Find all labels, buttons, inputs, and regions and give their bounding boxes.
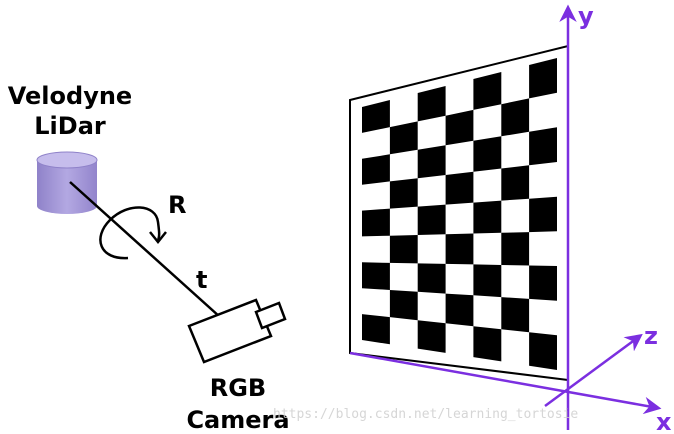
coordinate-axes bbox=[349, 4, 662, 430]
checker-square bbox=[529, 196, 557, 233]
checker-square bbox=[501, 98, 530, 137]
checker-square bbox=[362, 262, 390, 290]
checker-square bbox=[473, 264, 502, 298]
checker-square bbox=[501, 297, 530, 333]
camera-device bbox=[187, 298, 287, 364]
lidar-label-line1: Velodyne bbox=[8, 82, 132, 110]
checker-square bbox=[389, 235, 418, 264]
rotation-label: R bbox=[168, 191, 186, 219]
rotation-arrowhead bbox=[149, 231, 167, 245]
checker-square bbox=[501, 165, 530, 201]
checker-square bbox=[362, 314, 390, 345]
watermark: https://blog.csdn.net/learning_tortosie bbox=[273, 407, 578, 422]
checker-square bbox=[389, 290, 418, 321]
checker-square bbox=[417, 263, 446, 294]
checker-square bbox=[362, 100, 390, 133]
checker-square bbox=[529, 58, 557, 99]
checker-square bbox=[529, 265, 557, 301]
checker-square bbox=[529, 127, 557, 166]
checker-square bbox=[473, 136, 502, 172]
z-axis bbox=[544, 333, 643, 408]
x-axis-label: x bbox=[656, 408, 672, 434]
checker-square bbox=[473, 200, 502, 234]
translation-label: t bbox=[196, 266, 207, 294]
checker-square bbox=[417, 320, 446, 353]
checker-square bbox=[389, 121, 418, 155]
checker-square bbox=[445, 233, 474, 265]
checker-square bbox=[473, 72, 502, 110]
lidar-label-line2: LiDar bbox=[34, 112, 106, 140]
checker-square bbox=[389, 178, 418, 209]
checker-square bbox=[417, 204, 446, 235]
checker-square bbox=[445, 109, 474, 146]
checker-square bbox=[362, 208, 390, 237]
translation-vector bbox=[69, 181, 233, 329]
checker-square bbox=[417, 145, 446, 179]
checker-square bbox=[473, 326, 502, 362]
x-axis bbox=[349, 351, 662, 415]
checker-square bbox=[445, 171, 474, 205]
checkerboard bbox=[349, 44, 569, 382]
checker-square bbox=[417, 86, 446, 122]
checker-square bbox=[362, 154, 390, 185]
z-axis-label: z bbox=[644, 322, 658, 350]
checker-square bbox=[529, 332, 557, 370]
checkerboard-squares bbox=[362, 58, 557, 370]
checker-square bbox=[445, 293, 474, 327]
camera-label-line2: Camera bbox=[186, 406, 289, 434]
y-axis-label: y bbox=[578, 2, 594, 30]
rotation-arc bbox=[99, 206, 161, 260]
checker-square bbox=[501, 232, 530, 266]
lidar-device bbox=[36, 151, 98, 214]
camera-label-line1: RGB bbox=[210, 374, 266, 402]
